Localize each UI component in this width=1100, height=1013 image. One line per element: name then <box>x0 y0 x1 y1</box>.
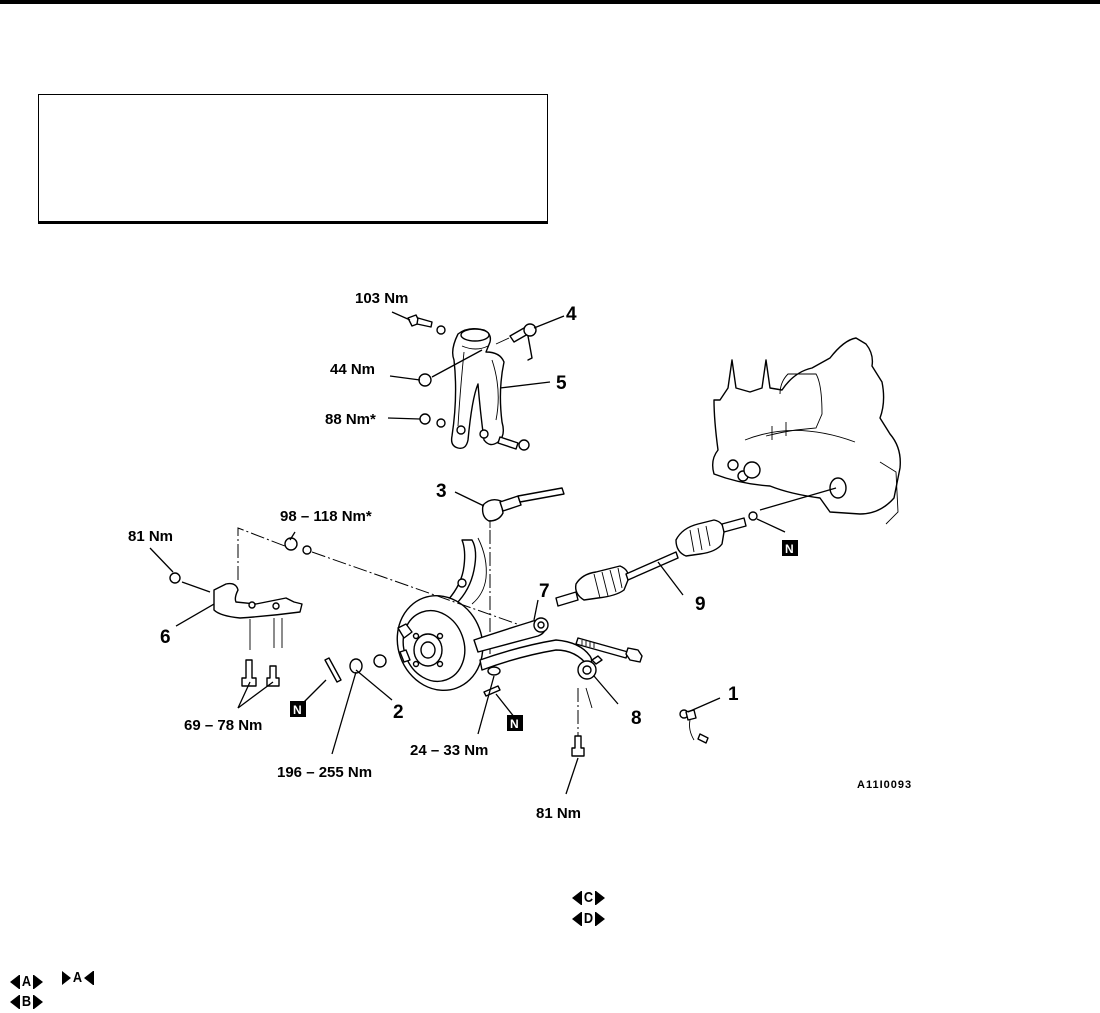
triangle-right-icon <box>33 975 43 989</box>
bracket-bolts <box>241 659 280 687</box>
triangle-left-icon <box>83 971 93 985</box>
tie-rod-end-part <box>495 323 537 361</box>
removal-marker-b: B <box>10 993 43 1011</box>
triangle-left-icon <box>572 912 581 926</box>
svg-text:N: N <box>293 703 302 717</box>
new-part-badge-hub-pin: N <box>290 701 306 717</box>
lower-bolt-part <box>571 687 593 757</box>
crossmember-bracket <box>213 527 521 650</box>
strut-upright <box>447 537 487 605</box>
arm-bolt-part <box>575 637 643 663</box>
note-box <box>38 94 548 224</box>
removal-marker-d: D <box>572 910 605 928</box>
steering-knuckle-part <box>450 327 505 450</box>
removal-marker-c: C <box>572 889 605 907</box>
part-number-6: 6 <box>160 627 171 648</box>
part-number-4: 4 <box>566 304 577 325</box>
torque-label-69-78: 69 – 78 Nm <box>184 717 262 734</box>
triangle-left-icon <box>10 995 19 1009</box>
wheel-speed-sensor-part <box>679 709 709 744</box>
torque-label-103: 103 Nm <box>355 290 408 307</box>
part-number-1: 1 <box>728 684 739 705</box>
transmission-case <box>711 337 901 525</box>
triangle-right-icon <box>595 912 605 926</box>
tie-rod-part <box>481 487 565 660</box>
circlip-part <box>748 511 758 521</box>
knuckle-nut-44 <box>418 349 483 387</box>
drive-shaft-part <box>555 517 747 607</box>
torque-label-98-118: 98 – 118 Nm* <box>280 508 372 525</box>
knuckle-bolt-upper <box>407 314 446 335</box>
part-number-2: 2 <box>393 702 404 723</box>
part-number-9: 9 <box>695 594 706 615</box>
new-part-badge-arm-pin: N <box>507 715 523 731</box>
triangle-left-icon <box>10 975 19 989</box>
triangle-left-icon <box>572 891 581 905</box>
svg-text:N: N <box>510 717 519 731</box>
installation-marker-a: A <box>62 969 94 987</box>
part-number-7: 7 <box>539 581 550 602</box>
triangle-right-icon <box>62 971 71 985</box>
torque-label-24-33: 24 – 33 Nm <box>410 742 488 759</box>
svg-text:N: N <box>785 542 794 556</box>
brake-disc-hub <box>396 594 484 692</box>
knuckle-nut-88 <box>419 413 530 451</box>
lower-arm-part <box>473 617 603 680</box>
part-number-5: 5 <box>556 373 567 394</box>
part-number-3: 3 <box>436 481 447 502</box>
figure-code: A11I0093 <box>857 779 912 791</box>
leader-lines <box>149 311 786 795</box>
triangle-right-icon <box>33 995 43 1009</box>
header-rule <box>0 0 1100 4</box>
torque-label-81-bottom: 81 Nm <box>536 805 581 822</box>
bracket-nuts <box>169 537 312 593</box>
new-part-badge-circlip: N <box>782 540 798 556</box>
hub-nut-washer-pin <box>324 654 501 697</box>
torque-label-196-255: 196 – 255 Nm <box>277 764 372 781</box>
part-number-8: 8 <box>631 708 642 729</box>
torque-label-88: 88 Nm* <box>325 411 376 428</box>
torque-label-44: 44 Nm <box>330 361 375 378</box>
triangle-right-icon <box>595 891 605 905</box>
removal-marker-a: A <box>10 973 43 991</box>
torque-label-81-left: 81 Nm <box>128 528 173 545</box>
